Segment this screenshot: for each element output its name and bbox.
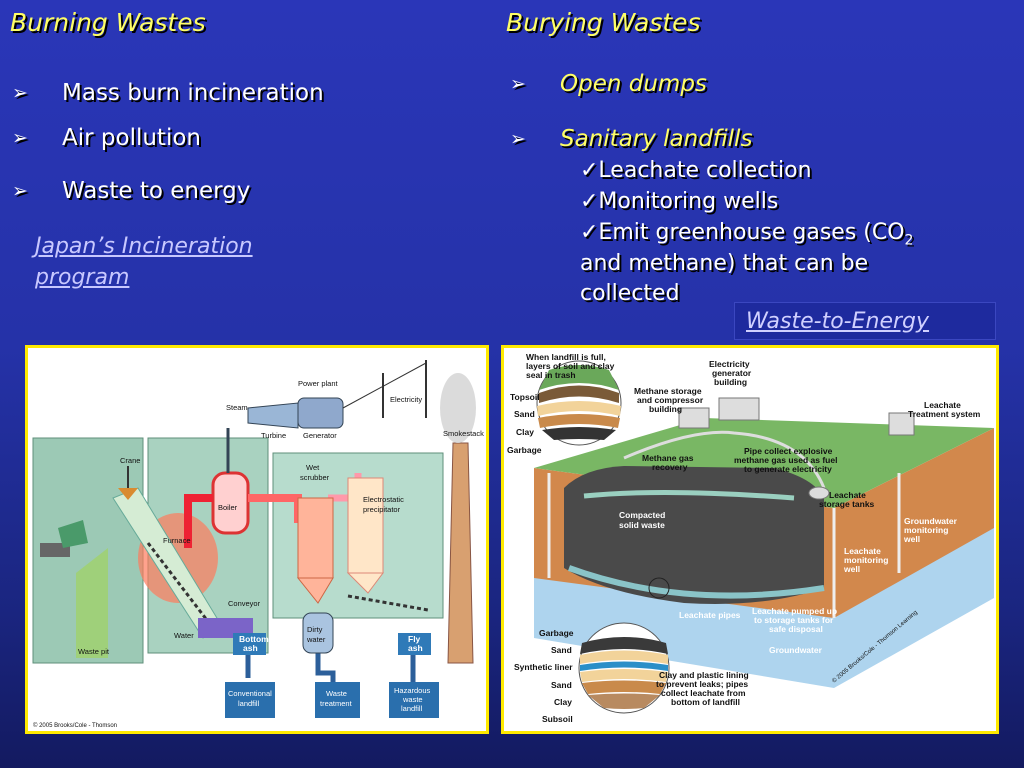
label-fly-ash: Fly xyxy=(408,634,421,644)
label-steam: Steam xyxy=(226,403,248,412)
svg-text:monitoring: monitoring xyxy=(844,555,888,565)
svg-text:Pipe collect explosive: Pipe collect explosive xyxy=(744,446,833,456)
arrow-bullet-icon: ➢ xyxy=(12,180,28,202)
label-hazardous-landfill: Hazardous xyxy=(394,686,431,695)
svg-text:Groundwater: Groundwater xyxy=(904,516,958,526)
label-conveyor: Conveyor xyxy=(228,599,261,608)
svg-text:building: building xyxy=(714,377,747,387)
svg-text:layers of soil and clay: layers of soil and clay xyxy=(526,361,615,371)
label-electricity: Electricity xyxy=(390,395,422,404)
svg-text:Methane storage: Methane storage xyxy=(634,386,702,396)
svg-text:Electricity: Electricity xyxy=(709,359,750,369)
svg-text:precipitator: precipitator xyxy=(363,505,401,514)
svg-text:Sand: Sand xyxy=(551,680,572,690)
svg-text:Garbage: Garbage xyxy=(507,445,542,455)
svg-text:Topsoil: Topsoil xyxy=(510,392,540,402)
svg-text:Sand: Sand xyxy=(514,409,535,419)
label-smokestack: Smokestack xyxy=(443,429,484,438)
svg-text:landfill: landfill xyxy=(238,699,260,708)
arrow-bullet-icon: ➢ xyxy=(510,128,526,150)
svg-text:water: water xyxy=(306,635,326,644)
label-power-plant: Power plant xyxy=(298,379,339,388)
check-cont-1: and methane) that can be xyxy=(580,251,869,276)
check-leachate-collection: ✓Leachate collection xyxy=(580,158,812,183)
svg-text:Compacted: Compacted xyxy=(619,510,665,520)
svg-text:scrubber: scrubber xyxy=(300,473,330,482)
label-waste-pit: Waste pit xyxy=(78,647,110,656)
svg-text:waste: waste xyxy=(402,695,423,704)
svg-text:to storage tanks for: to storage tanks for xyxy=(754,615,834,625)
svg-text:bottom of landfill: bottom of landfill xyxy=(671,697,740,707)
label-crane: Crane xyxy=(120,456,140,465)
arrow-bullet-icon: ➢ xyxy=(12,82,28,104)
svg-text:Sand: Sand xyxy=(551,645,572,655)
label-generator: Generator xyxy=(303,431,337,440)
label-wet-scrubber: Wet xyxy=(306,463,320,472)
svg-text:seal in trash: seal in trash xyxy=(526,370,576,380)
svg-text:Clay: Clay xyxy=(516,427,534,437)
svg-text:methane gas used as fuel: methane gas used as fuel xyxy=(734,455,837,465)
arrow-bullet-icon: ➢ xyxy=(510,73,526,95)
incinerator-diagram: Crane Power plant Electricity Steam Turb… xyxy=(28,348,486,731)
svg-text:collect leachate from: collect leachate from xyxy=(661,688,746,698)
svg-text:and compressor: and compressor xyxy=(637,395,704,405)
svg-text:Synthetic liner: Synthetic liner xyxy=(514,662,573,672)
svg-text:Leachate: Leachate xyxy=(829,490,866,500)
check-monitoring-wells: ✓Monitoring wells xyxy=(580,189,779,214)
svg-text:Garbage: Garbage xyxy=(539,628,574,638)
label-precipitator: Electrostatic xyxy=(363,495,404,504)
svg-text:ash: ash xyxy=(408,643,423,653)
svg-text:to prevent leaks; pipes: to prevent leaks; pipes xyxy=(656,679,748,689)
svg-text:safe disposal: safe disposal xyxy=(769,624,823,634)
label-copyright-left: © 2005 Brooks/Cole - Thomson xyxy=(33,722,117,729)
label-bottom-ash: Bottom xyxy=(239,634,269,644)
label-water: Water xyxy=(174,631,194,640)
label-furnace: Furnace xyxy=(163,536,191,545)
svg-text:solid waste: solid waste xyxy=(619,520,665,530)
svg-text:Leachate: Leachate xyxy=(924,400,961,410)
waste-to-energy-box: Waste-to-Energy xyxy=(734,302,996,340)
svg-text:to generate electricity: to generate electricity xyxy=(744,464,832,474)
svg-text:Leachate pipes: Leachate pipes xyxy=(679,610,741,620)
japan-incineration-link[interactable]: Japan’s Incineration program xyxy=(35,234,253,290)
burning-wastes-heading: Burning Wastes xyxy=(10,8,206,37)
svg-text:Groundwater: Groundwater xyxy=(769,645,823,655)
svg-text:building: building xyxy=(649,404,682,414)
arrow-bullet-icon: ➢ xyxy=(12,127,28,149)
svg-text:landfill: landfill xyxy=(401,704,423,713)
waste-to-energy-link[interactable]: Waste-to-Energy xyxy=(746,309,930,334)
svg-text:recovery: recovery xyxy=(652,462,688,472)
svg-text:Clay and plastic lining: Clay and plastic lining xyxy=(659,670,749,680)
landfill-diagram-panel: When landfill is full, layers of soil an… xyxy=(501,345,999,734)
svg-text:Clay: Clay xyxy=(554,697,572,707)
check-cont-2: collected xyxy=(580,281,680,306)
svg-text:monitoring: monitoring xyxy=(904,525,948,535)
svg-text:generator: generator xyxy=(712,368,752,378)
svg-text:Subsoil: Subsoil xyxy=(542,714,573,724)
svg-text:well: well xyxy=(843,564,860,574)
label-boiler: Boiler xyxy=(218,503,238,512)
svg-text:Leachate: Leachate xyxy=(844,546,881,556)
svg-text:well: well xyxy=(903,534,920,544)
landfill-diagram: When landfill is full, layers of soil an… xyxy=(504,348,996,731)
label-waste-treatment: Waste xyxy=(326,689,347,698)
svg-text:Treatment system: Treatment system xyxy=(908,409,981,419)
label-turbine: Turbine xyxy=(261,431,286,440)
label-conv-landfill: Conventional xyxy=(228,689,272,698)
svg-text:ash: ash xyxy=(243,643,258,653)
svg-text:Methane gas: Methane gas xyxy=(642,453,694,463)
label-dirty-water: Dirty xyxy=(307,625,323,634)
svg-text:treatment: treatment xyxy=(320,699,353,708)
svg-text:When landfill is full,: When landfill is full, xyxy=(526,352,606,362)
incinerator-diagram-panel: Crane Power plant Electricity Steam Turb… xyxy=(25,345,489,734)
check-emit-greenhouse: ✓Emit greenhouse gases (CO2 xyxy=(580,220,914,249)
svg-text:Leachate pumped up: Leachate pumped up xyxy=(752,606,837,616)
burying-wastes-heading: Burying Wastes xyxy=(506,8,701,37)
svg-text:storage tanks: storage tanks xyxy=(819,499,875,509)
